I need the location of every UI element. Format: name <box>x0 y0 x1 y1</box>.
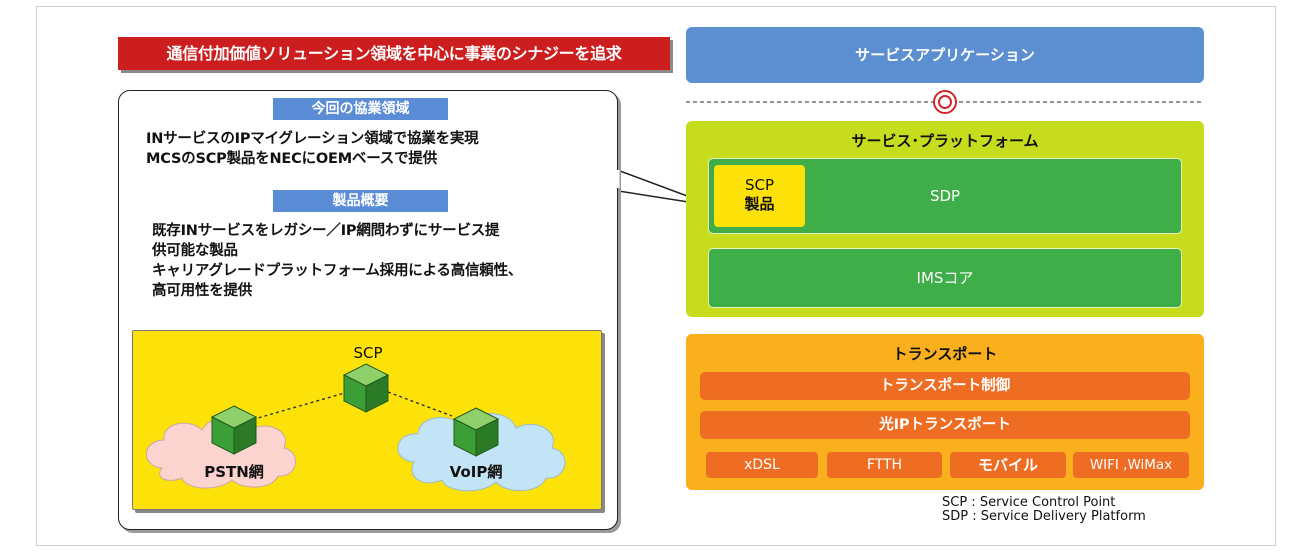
transport-control-bar: トランスポート制御 <box>700 372 1190 400</box>
collab-area-text: INサービスのIPマイグレーション領域で協業を実現 MCSのSCP製品をNECに… <box>146 129 479 169</box>
access-mobile: モバイル <box>950 452 1066 478</box>
abbreviation-legend: SCP : Service Control Point SDP : Servic… <box>942 496 1146 524</box>
scp-product-line-2: 製品 <box>744 195 775 213</box>
pstn-cube-icon <box>211 405 257 455</box>
voip-cube-icon <box>453 407 499 457</box>
scp-cube-icon <box>343 363 389 413</box>
collab-line-2: MCSのSCP製品をNECにOEMベースで提供 <box>146 151 438 167</box>
sdp-label: SDP <box>929 187 961 205</box>
access-ftth: FTTH <box>827 452 942 478</box>
pstn-label: PSTN網 <box>204 463 264 481</box>
collab-area-heading: 今回の協業領域 <box>273 98 448 120</box>
scp-product-line-1: SCP <box>744 176 775 194</box>
service-application-box: サービスアプリケーション <box>686 27 1204 83</box>
product-overview-text: 既存INサービスをレガシー／IP網問わずにサービス提 供可能な製品 キャリアグレ… <box>152 221 522 301</box>
pstn-cloud <box>146 416 296 489</box>
figure-frame <box>36 6 1276 546</box>
access-xdsl: xDSL <box>706 452 818 478</box>
product-overview-heading: 製品概要 <box>273 190 448 212</box>
scp-product-box: SCP 製品 <box>714 165 805 227</box>
voip-label: VoIP網 <box>449 463 503 481</box>
overview-line-1: 既存INサービスをレガシー／IP網問わずにサービス提 <box>152 223 500 239</box>
interface-marker-icon <box>933 90 957 114</box>
transport-title: トランスポート <box>892 345 998 363</box>
overview-line-4: 高可用性を提供 <box>152 283 253 299</box>
headline-banner: 通信付加価値ソリューション領域を中心に事業のシナジーを追求 <box>118 37 670 70</box>
optical-ip-transport-bar: 光IPトランスポート <box>700 411 1190 439</box>
service-platform-title: サービス･プラットフォーム <box>851 132 1039 150</box>
overview-line-2: 供可能な製品 <box>152 243 238 259</box>
ims-core-box: IMSコア <box>708 248 1182 308</box>
overview-line-3: キャリアグレードプラットフォーム採用による高信頼性、 <box>152 263 523 279</box>
scp-node-label: SCP <box>353 344 383 362</box>
legend-sdp: SDP : Service Delivery Platform <box>942 509 1146 524</box>
legend-scp: SCP : Service Control Point <box>942 495 1116 510</box>
interface-dashed-line <box>686 90 1204 114</box>
access-wifi-wimax: WIFI ,WiMax <box>1073 452 1189 478</box>
network-diagram <box>146 363 566 492</box>
collab-line-1: INサービスのIPマイグレーション領域で協業を実現 <box>146 131 479 147</box>
